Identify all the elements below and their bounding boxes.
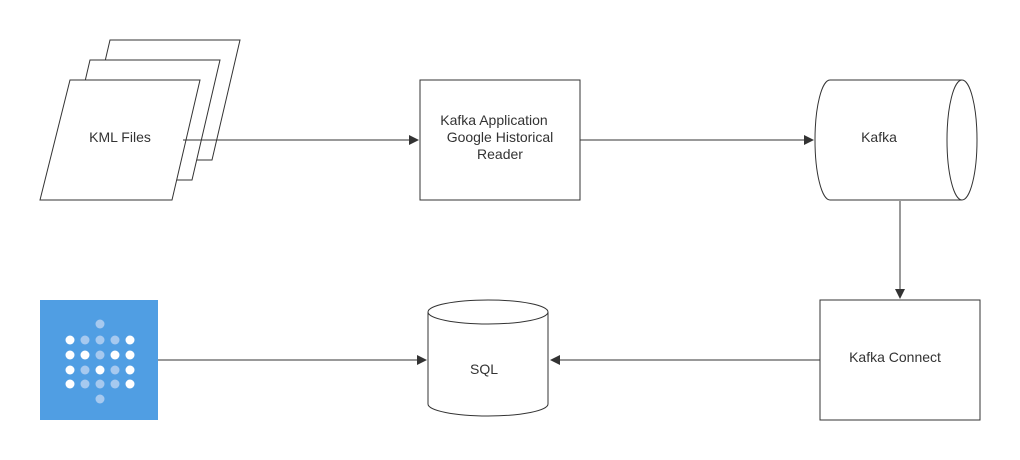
logo-dot <box>110 365 120 375</box>
kafka-application-label-line-1: Kafka Application <box>440 112 547 128</box>
sql-cylinder-body <box>427 299 549 417</box>
kafka-connect-box <box>819 299 981 421</box>
logo-dot <box>80 335 90 345</box>
logo-dot <box>65 379 75 389</box>
kafka-application-box <box>419 79 581 201</box>
logo-dot <box>95 350 105 360</box>
kafka-application-label-line-3: Reader <box>477 146 523 162</box>
kml-files-node: KML Files <box>39 39 241 201</box>
logo-dots <box>65 319 135 404</box>
logo-dot <box>125 379 135 389</box>
kafka-label: Kafka <box>861 129 897 145</box>
logo-dot <box>110 335 120 345</box>
logo-dot <box>95 394 105 404</box>
logo-dot <box>95 335 105 345</box>
kafka-application-node: Kafka Application Google Historical Read… <box>419 79 581 201</box>
sql-label: SQL <box>470 361 498 377</box>
edges <box>158 135 905 365</box>
logo-dot <box>65 350 75 360</box>
logo-dot <box>110 379 120 389</box>
logo-dot <box>95 365 105 375</box>
logo-dot <box>110 350 120 360</box>
kafka-cylinder-inner-rim <box>946 79 963 201</box>
logo-dot <box>125 365 135 375</box>
kafka-connect-node: Kafka Connect <box>819 299 981 421</box>
logo-dot <box>80 379 90 389</box>
logo-dot <box>65 365 75 375</box>
kml-files-label: KML Files <box>89 129 151 145</box>
kml-page-front <box>39 79 201 201</box>
dot-grid-logo-icon <box>40 300 158 420</box>
logo-dot <box>65 335 75 345</box>
kafka-connect-label: Kafka Connect <box>849 349 941 365</box>
sql-node: SQL <box>427 299 549 417</box>
sql-cylinder-top-rim <box>427 311 549 325</box>
logo-dot <box>95 379 105 389</box>
kafka-application-label-line-2: Google Historical <box>447 129 554 145</box>
kafka-node: Kafka <box>814 79 978 201</box>
logo-dot <box>80 365 90 375</box>
logo-dot <box>125 335 135 345</box>
logo-dot <box>95 319 105 329</box>
logo-dot <box>80 350 90 360</box>
logo-dot <box>125 350 135 360</box>
